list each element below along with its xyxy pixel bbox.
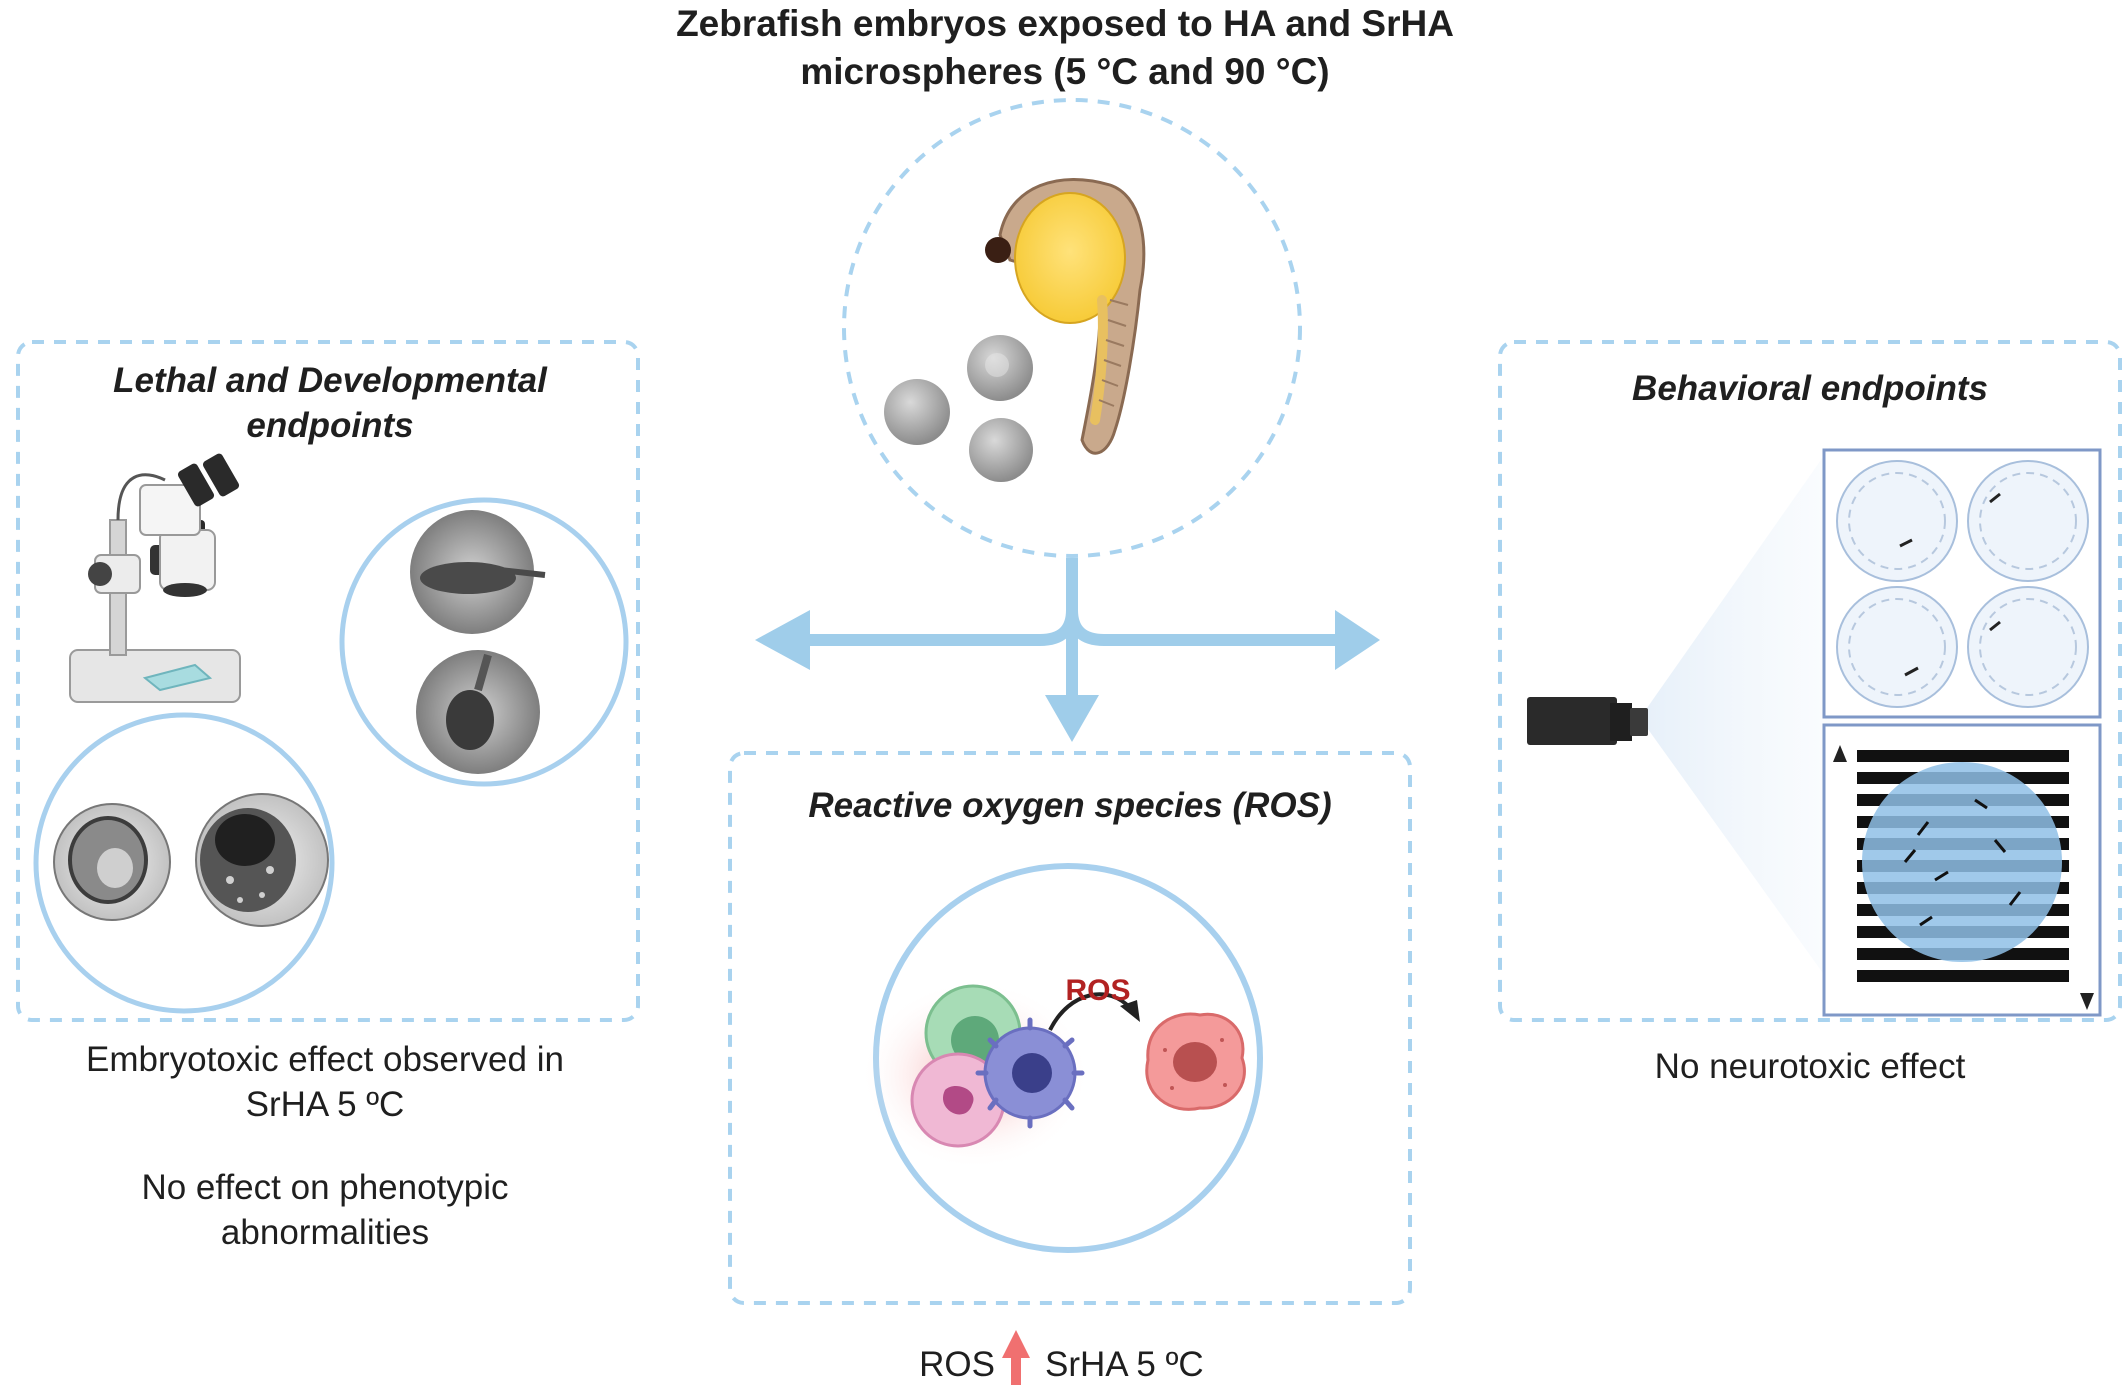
branch-arrows: [755, 558, 1380, 742]
larvae-photo-circle: [339, 497, 629, 787]
center-panel-title: Reactive oxygen species (ROS): [808, 786, 1332, 825]
arrow-left-head: [755, 610, 810, 670]
embryo-dashed-circle: [842, 98, 1302, 558]
arrow-right-shaft: [1066, 609, 1345, 646]
right-panel-title: Behavioral endpoints: [1632, 369, 1988, 408]
arrow-left-shaft: [800, 558, 1078, 646]
ros-arrow-label: ROS: [1065, 974, 1130, 1007]
well-plate: [1822, 448, 2102, 719]
center-panel-border: [728, 751, 1412, 1305]
right-panel-caption: No neurotoxic effect: [1654, 1047, 1966, 1086]
damaged-cell: [1145, 1012, 1246, 1111]
left-panel-title-line-1: Lethal and Developmental: [113, 361, 547, 400]
left-panel-border: [16, 340, 640, 1022]
ros-caption-right: SrHA 5 ºC: [1045, 1345, 1204, 1384]
well-3: [1836, 586, 1958, 708]
left-caption-line-3: No effect on phenotypic: [141, 1168, 509, 1207]
ros-cell-illustration: ROS: [860, 863, 1263, 1253]
title-line-2: microspheres (5 °C and 90 °C): [800, 51, 1330, 92]
microsphere-2: [884, 379, 950, 445]
left-caption-line-4: abnormalities: [220, 1213, 430, 1252]
left-panel-caption: Embryotoxic effect observed in SrHA 5 ºC…: [20, 1037, 630, 1255]
embryo-photo-circle: [33, 712, 335, 1014]
well-4: [1967, 586, 2089, 708]
well-1: [1836, 460, 1958, 582]
arrow-right-head: [1335, 610, 1380, 670]
title-line-1: Zebrafish embryos exposed to HA and SrHA: [676, 3, 1454, 44]
left-panel-title-line-2: endpoints: [246, 406, 414, 445]
embryo-exposure-illustration: [842, 98, 1302, 558]
arrow-down-head: [1045, 695, 1099, 742]
optomotor-arena: [1822, 723, 2102, 1017]
left-panel-title: Lethal and Developmental endpoints: [30, 358, 630, 448]
ros-increase-arrow-icon: [1002, 1330, 1030, 1385]
ros-caption-left: ROS: [919, 1345, 995, 1384]
well-2: [1967, 460, 2089, 582]
right-panel-border: [1498, 340, 2122, 1022]
microscope-icon: [69, 453, 241, 703]
left-caption-line-1: Embryotoxic effect observed in: [86, 1040, 564, 1079]
diagram-title: Zebrafish embryos exposed to HA and SrHA…: [560, 0, 1570, 96]
left-caption-line-2: SrHA 5 ºC: [245, 1085, 405, 1124]
microsphere-3: [969, 418, 1033, 482]
camera-icon: [1527, 447, 1830, 983]
spiky-cell: [975, 1017, 1085, 1129]
zebrafish-embryo-icon: [985, 177, 1146, 455]
